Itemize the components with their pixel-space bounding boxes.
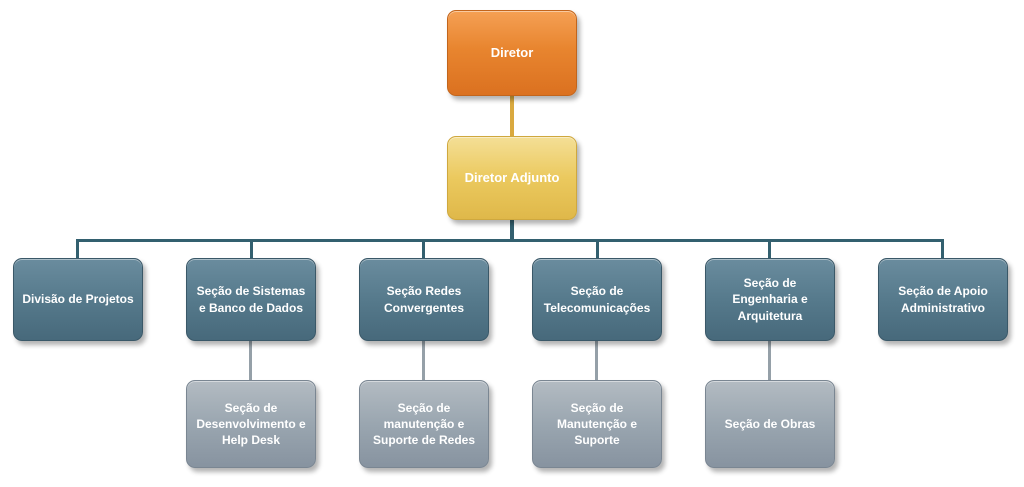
org-node-label: Seção Redes Convergentes bbox=[383, 284, 465, 315]
connector-stub-1 bbox=[76, 239, 79, 259]
org-node-label: Diretor Adjunto bbox=[464, 170, 560, 186]
connector-l3-l4-3 bbox=[595, 339, 598, 382]
org-node-label: Seção de manutenção e Suporte de Redes bbox=[372, 400, 476, 448]
connector-stub-3 bbox=[422, 239, 425, 259]
connector-adjunto-drop bbox=[510, 218, 514, 241]
org-node-obras: Seção de Obras bbox=[705, 380, 835, 468]
org-node-label: Seção de Telecomunicações bbox=[543, 284, 651, 315]
org-node-diretor-adjunto: Diretor Adjunto bbox=[447, 136, 577, 220]
org-node-label: Diretor bbox=[490, 45, 534, 61]
org-node-label: Seção de Sistemas e Banco de Dados bbox=[196, 284, 306, 315]
connector-horizontal-bus bbox=[77, 239, 944, 242]
org-node-label: Seção de Obras bbox=[724, 416, 816, 431]
org-node-telecomunicacoes: Seção de Telecomunicações bbox=[532, 258, 662, 341]
connector-l3-l4-1 bbox=[249, 339, 252, 382]
org-node-engenharia-arquitetura: Seção de Engenharia e Arquitetura bbox=[705, 258, 835, 341]
org-node-divisao-projetos: Divisão de Projetos bbox=[13, 258, 143, 341]
org-node-diretor: Diretor bbox=[447, 10, 577, 96]
connector-stub-2 bbox=[250, 239, 253, 259]
org-node-label: Seção de Apoio Administrativo bbox=[898, 284, 988, 315]
org-node-desenvolvimento-helpdesk: Seção de Desenvolvimento e Help Desk bbox=[186, 380, 316, 468]
connector-l3-l4-4 bbox=[768, 339, 771, 382]
org-node-manutencao-suporte: Seção de Manutenção e Suporte bbox=[532, 380, 662, 468]
connector-l3-l4-2 bbox=[422, 339, 425, 382]
org-node-label: Seção de Desenvolvimento e Help Desk bbox=[196, 400, 306, 448]
org-node-label: Seção de Manutenção e Suporte bbox=[556, 400, 637, 448]
org-node-label: Seção de Engenharia e Arquitetura bbox=[732, 276, 808, 323]
connector-stub-4 bbox=[596, 239, 599, 259]
org-node-manutencao-suporte-redes: Seção de manutenção e Suporte de Redes bbox=[359, 380, 489, 468]
org-node-redes-convergentes: Seção Redes Convergentes bbox=[359, 258, 489, 341]
connector-stub-6 bbox=[941, 239, 944, 259]
org-node-apoio-administrativo: Seção de Apoio Administrativo bbox=[878, 258, 1008, 341]
connector-diretor-to-adjunto bbox=[510, 94, 514, 137]
org-node-label: Divisão de Projetos bbox=[22, 292, 134, 307]
org-node-sistemas-banco-dados: Seção de Sistemas e Banco de Dados bbox=[186, 258, 316, 341]
connector-stub-5 bbox=[768, 239, 771, 259]
